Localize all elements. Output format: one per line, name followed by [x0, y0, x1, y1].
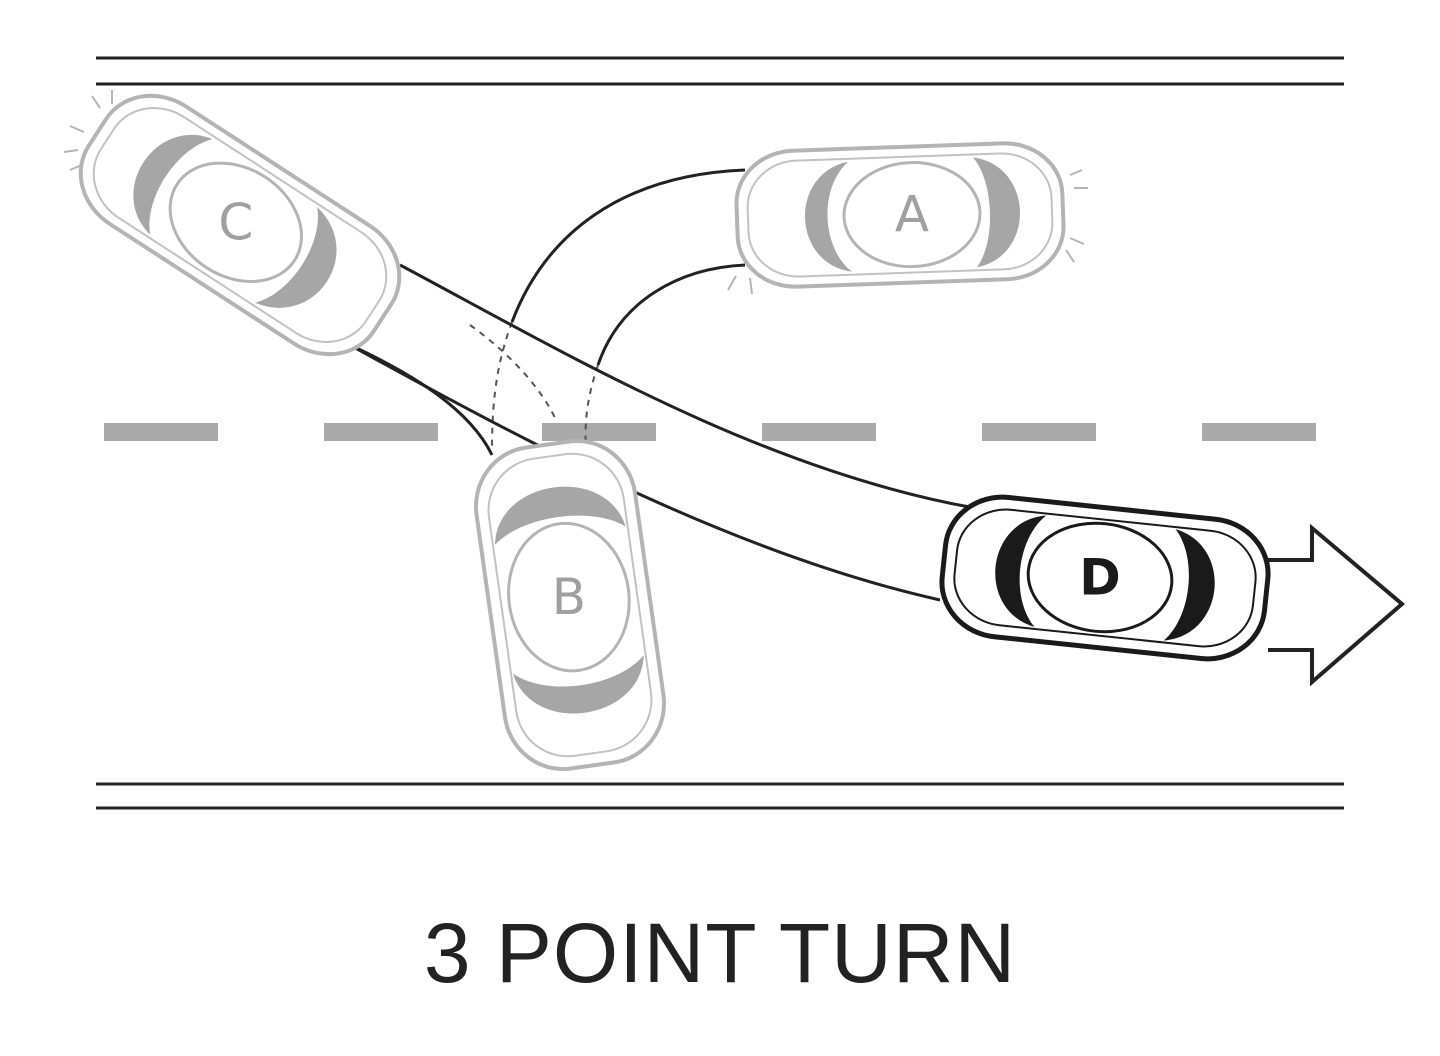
car-b: B — [473, 438, 667, 772]
car-c: C — [78, 93, 402, 357]
path-c-to-d — [349, 263, 976, 602]
center-dashed-line — [104, 423, 1316, 441]
road-top-edge — [96, 56, 1344, 86]
direction-arrow-icon — [1268, 523, 1406, 687]
car-a-label: A — [895, 186, 929, 244]
car-d-label: D — [1079, 548, 1121, 606]
path-a-to-b — [510, 168, 746, 366]
car-a-signal-icon — [727, 169, 1088, 295]
car-b-label: B — [552, 568, 586, 626]
car-d: D — [939, 494, 1271, 662]
path-c-to-b-hidden — [469, 324, 557, 421]
car-c-signal-icon — [63, 90, 113, 171]
road-bottom-edge — [96, 782, 1344, 810]
car-a: A — [734, 141, 1066, 289]
diagram-caption: 3 POINT TURN — [423, 906, 1017, 1000]
car-c-label: C — [218, 193, 253, 251]
